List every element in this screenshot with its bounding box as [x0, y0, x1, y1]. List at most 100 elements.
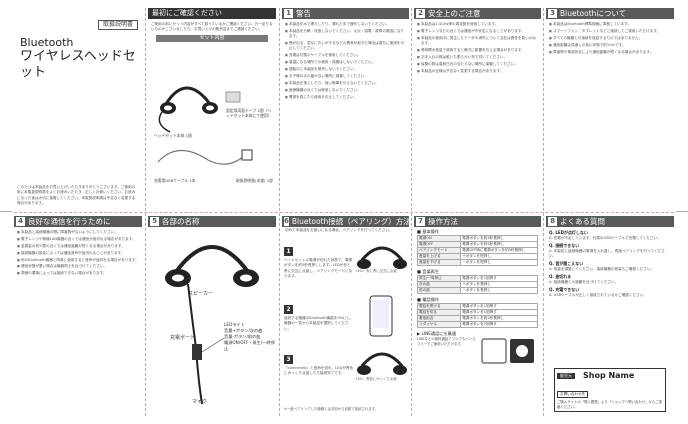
section-number: 7: [416, 217, 425, 226]
tip-item: 通信状態が悪い場合は機器同士を近づけてください。: [17, 264, 140, 270]
faq-answer: A. USBケーブルが正しく接続されているかご確認ください。: [549, 293, 647, 297]
warning-item: 高温になる場所での使用・保管はしないでください。: [285, 60, 407, 66]
headset-illustration: [157, 86, 253, 165]
section-title: 各部の名称: [162, 217, 200, 226]
faq-answer: A. 接続機器との距離を近づけてください。: [549, 280, 619, 284]
faq-question: Q. 音が聞こえない: [549, 261, 584, 266]
phone-illustration: [481, 338, 534, 364]
section-title: 警告: [296, 9, 311, 18]
bluetooth-item: 本製品はBluetooth標準規格に準拠しています。: [549, 22, 672, 28]
label-led: LEDライト: [224, 322, 245, 327]
table-row: リダイヤル電源ボタンを2回押す: [416, 321, 538, 328]
pairing-step: 3 「connected」と音声が流れ、LEDが青色にゆっくり点滅したら接続完了…: [284, 346, 354, 379]
label-mic: マイク: [192, 399, 207, 405]
section-title: 良好な通信を行うために: [28, 217, 111, 226]
tip-item: 他のBluetooth機器と同時に使用すると音声が途切れる場合があります。: [17, 258, 140, 264]
safety-item: お手入れの際は乾いた柔らかい布で拭いてください。: [417, 55, 539, 61]
item-tape: 固定用両面テープ 2個（ヘッドセット本体にて使用）: [226, 108, 272, 118]
item-manual: 取扱説明書(本書) 1部: [236, 178, 273, 183]
faq-question: Q. 接続できない: [549, 243, 580, 248]
product-name: ワイヤレスヘッドセット: [20, 49, 136, 80]
faq-question: Q. LEDが点灯しない: [549, 230, 588, 235]
basic-ops-title: ■ 基本操作: [417, 229, 440, 234]
pairing-footnote: ※一度ペアリングした機器とは次回から自動で接続されます。: [284, 407, 379, 411]
op-key: 音量を下げる: [416, 259, 462, 266]
section-warning: 1警告 本製品を水で濡らしたり、濡れた手で操作しないでください。 本製品を分解・…: [282, 8, 409, 210]
section-title: Bluetooth接続（ペアリング）方法: [291, 217, 409, 226]
warning-item: 異常を感じたら使用を中止してください。: [285, 95, 407, 101]
tip-item: 周囲の環境によっては接続できない場合があります。: [17, 271, 140, 277]
pairing-step: 2 接続する機器のBluetooth機能をONにし、機器の一覧から本製品を選択し…: [284, 296, 354, 334]
section-number: 1: [284, 9, 293, 18]
label-speaker: スピーカー: [188, 291, 214, 297]
manual-sheet: 取扱説明書 Bluetooth ワイヤレスヘッドセット このたびは本製品をお買い…: [0, 8, 688, 416]
fold-line: [279, 8, 280, 416]
music-ops-table: 再生/一時停止電源ボタンを1回押す 次の曲＋ボタンを長押し 前の曲－ボタンを長押…: [416, 275, 538, 294]
shop-note: ご購入サイトの「購入履歴」より「ショップへ問い合わせ」からご連絡ください。: [557, 400, 663, 409]
pairing-subtitle: 初めて本製品をお使いになる場合、ペアリングを行ってください。: [285, 228, 393, 232]
shop-box: 販売元 Shop Name お問い合わせ先 ご購入サイトの「購入履歴」より「ショ…: [554, 368, 666, 412]
warning-list: 本製品を水で濡らしたり、濡れた手で操作しないでください。 本製品を分解・改造しな…: [282, 19, 409, 100]
fold-line: [145, 8, 146, 416]
tip-item: 電子レンジや無線LAN機器の近くでは通信が途切れる場合があります。: [17, 237, 140, 243]
faq-answer: A. 本製品と接続機器の電源を入れ直し、再度ペアリングを行ってください。: [549, 249, 665, 258]
led-note-pairing: LED：赤と青に交互に点滅: [356, 269, 397, 273]
section-number: 5: [150, 217, 159, 226]
warning-item: お子様の手の届かない場所に保管してください。: [285, 74, 407, 80]
led-note-connected: LED：青色にゆっくり点滅: [356, 377, 397, 381]
section-number: 4: [16, 217, 25, 226]
warning-item: 本製品を水で濡らしたり、濡れた手で操作しないでください。: [285, 22, 407, 28]
bluetooth-item: 通信距離は見通しの良い状態で約10mです。: [549, 43, 672, 49]
faq-answer: A. 充電が不足しています。付属のUSBケーブルで充電してください。: [549, 236, 661, 240]
manual-badge: 取扱説明書: [97, 20, 138, 30]
line-title: ▶ LINE通話にも最適: [417, 331, 457, 336]
label-volume-down: 音量-ボタン/前の曲: [224, 334, 261, 339]
section-number: 3: [548, 9, 557, 18]
tip-item: 接続機器の設定によっては通話音声が途切れることがあります。: [17, 251, 140, 257]
faq-question: Q. 充電できない: [549, 287, 580, 292]
table-row: ペアリングモード電源OFF時に電源ボタンを約5秒長押し: [416, 247, 538, 254]
line-note: LINEなどの無料通話アプリでもハンズフリーでご使用いただけます。: [417, 337, 476, 346]
table-row: 前の曲－ボタンを長押し: [416, 287, 538, 294]
section-number: 6: [284, 217, 289, 226]
section-title: 操作方法: [428, 217, 458, 226]
table-row: 音量を下げる－ボタンを短押し: [416, 259, 538, 266]
warning-item: 運転中に本製品を操作しないでください。: [285, 67, 407, 73]
step-number: 2: [284, 305, 293, 314]
label-charge-port: 充電ポート: [170, 335, 196, 341]
tip-item: 金属製の机や壁の近くでは通信距離が短くなる場合があります。: [17, 244, 140, 250]
warning-item: 医療機器の近くでは使用しないでください。: [285, 88, 407, 94]
label-volume-up: 音量+ボタン/次の曲: [224, 328, 263, 333]
section-number: 2: [416, 9, 425, 18]
faq-answer: A. 音量を調整してください。接続機器の音量もご確認ください。: [549, 267, 655, 271]
step-number: 3: [284, 355, 293, 364]
label-power: 電源ON/OFF・再生/一時停止: [224, 340, 275, 351]
section-title: よくある質問: [560, 217, 605, 226]
cover-panel: 取扱説明書 Bluetooth ワイヤレスヘッドセット このたびは本製品をお買い…: [14, 8, 142, 210]
bluetooth-item: すべての機器との接続を保証するものではありません。: [549, 36, 672, 42]
shop-label: 販売元: [557, 372, 575, 379]
bluetooth-item: スマートフォン・タブレットなどと接続してご使用いただけます。: [549, 29, 672, 35]
warning-item: 充電は付属のケーブルを使用してください。: [285, 53, 407, 59]
op-value: －ボタンを長押し: [460, 287, 538, 294]
set-contents-label: セット内容: [156, 34, 268, 42]
crop-mark: [676, 211, 688, 212]
op-value: －ボタンを短押し: [460, 259, 538, 266]
tip-item: 本製品と接続機器の間に障害物がないようにしてください。: [17, 230, 140, 236]
safety-item: 本製品の使用中に発生したデータの消失について当社は責任を負いかねます。: [417, 36, 539, 47]
music-ops-title: ■ 音楽再生: [417, 269, 440, 274]
fold-line: [543, 8, 544, 416]
shop-contact-label: お問い合わせ先: [557, 391, 589, 398]
safety-item: 本製品は2.4GHz帯の周波数を使用しています。: [417, 22, 539, 28]
op-value: 電源ボタンを2回押す: [460, 321, 538, 328]
